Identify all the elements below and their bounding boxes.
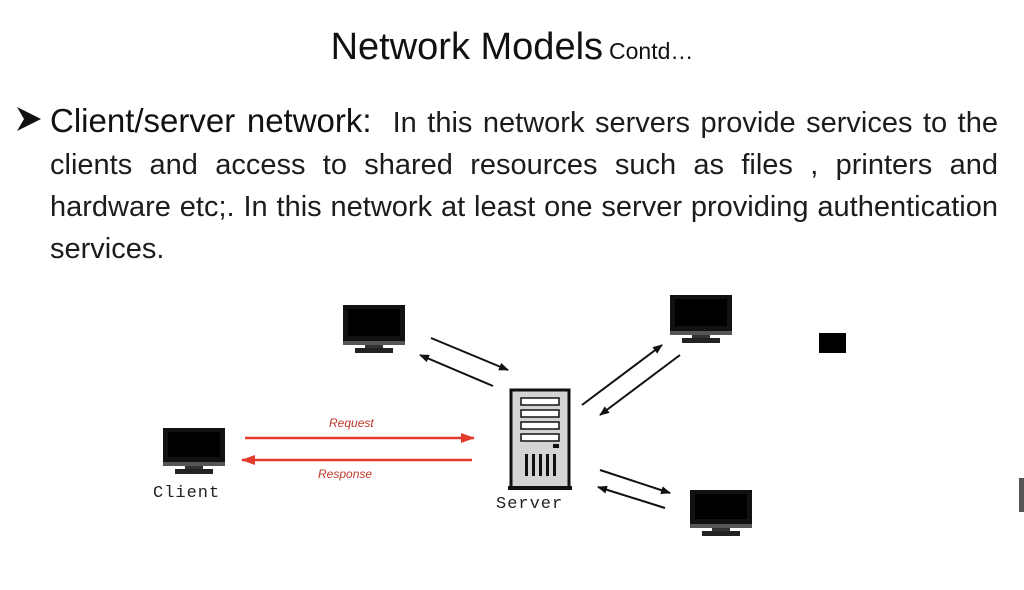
edge-mark <box>1019 478 1024 512</box>
slide-title-main: Network Models <box>330 26 604 68</box>
bullet-arrow-icon <box>17 107 41 131</box>
bullet-lead: Client/server network: <box>50 102 372 139</box>
black-mark <box>819 333 846 353</box>
monitor-icon <box>343 305 405 353</box>
monitor-icon <box>690 490 752 536</box>
server-label: Server <box>496 495 564 514</box>
arrow-icon <box>597 485 666 509</box>
response-label: Response <box>318 467 373 481</box>
arrow-icon <box>581 344 663 406</box>
arrow-icon <box>599 354 681 416</box>
bullet-paragraph: Client/server network: In this network s… <box>50 100 998 270</box>
client-label: Client <box>153 484 221 503</box>
slide-title-suffix: Contd… <box>609 38 694 64</box>
bullet-point: Client/server network: In this network s… <box>14 100 1004 270</box>
arrow-icon <box>599 469 671 494</box>
bullet-text: In this network servers provide services… <box>50 107 998 265</box>
monitor-icon <box>163 428 225 474</box>
arrow-icon <box>419 354 494 387</box>
server-tower-icon <box>508 388 572 490</box>
monitor-icon <box>670 295 732 343</box>
arrow-icon <box>430 337 509 371</box>
request-label: Request <box>329 416 374 430</box>
